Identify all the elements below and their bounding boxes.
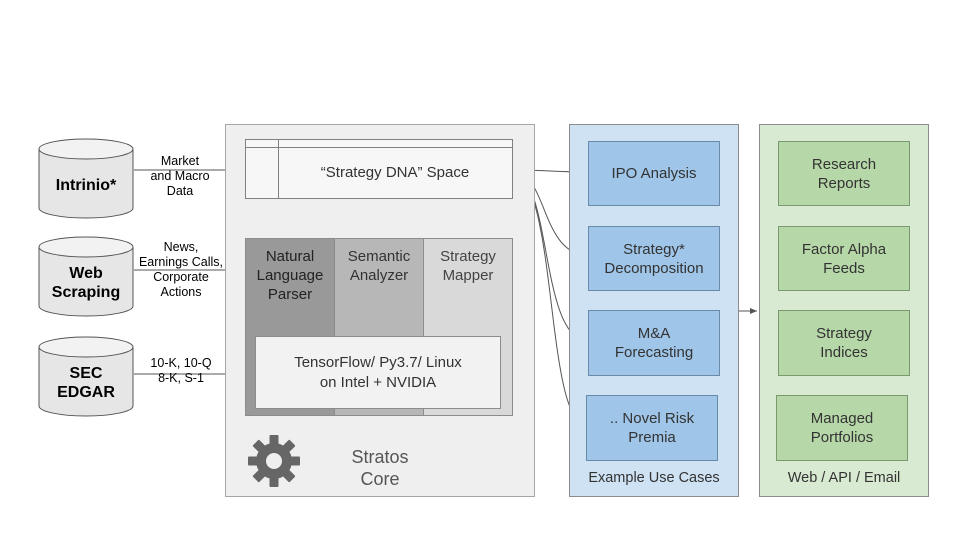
- delivery-managed-portfolios: Managed Portfolios: [776, 395, 908, 461]
- strategy-dna-label: “Strategy DNA” Space: [320, 164, 470, 181]
- source-note: Market and Macro Data: [150, 154, 210, 198]
- source-name: Intrinio*: [55, 176, 117, 194]
- source-name: Web Scraping: [51, 265, 121, 301]
- strategy-dna-space: “Strategy DNA” Space: [245, 139, 513, 199]
- source-intrinio: Intrinio*: [38, 138, 134, 220]
- use-case-novel-risk-premia: .. Novel Risk Premia: [586, 395, 718, 461]
- delivery-factor-alpha-feeds: Factor Alpha Feeds: [778, 226, 910, 291]
- use-case-strategy-decomposition: Strategy* Decomposition: [588, 226, 720, 291]
- source-note: 10-K, 10-Q 8-K, S-1: [150, 356, 212, 385]
- delivery-strategy-indices: Strategy Indices: [778, 310, 910, 376]
- platform-box: TensorFlow/ Py3.7/ Linux on Intel + NVID…: [255, 336, 501, 409]
- use-cases-caption: Example Use Cases: [588, 470, 720, 486]
- source-note: News, Earnings Calls, Corporate Actions: [138, 240, 224, 299]
- use-case-ma-forecasting: M&A Forecasting: [588, 310, 720, 376]
- database-icon: [38, 336, 134, 417]
- source-web-scraping: Web Scraping: [38, 236, 134, 318]
- gear-icon: [248, 435, 300, 487]
- delivery-research-reports: Research Reports: [778, 141, 910, 206]
- delivery-caption: Web / API / Email: [787, 470, 901, 486]
- source-name: SEC EDGAR: [57, 365, 115, 401]
- source-sec-edgar: SEC EDGAR: [38, 336, 134, 418]
- use-case-ipo-analysis: IPO Analysis: [588, 141, 720, 206]
- stratos-core-label: Stratos Core: [351, 447, 409, 489]
- table-divider: [246, 147, 512, 148]
- database-icon: [38, 236, 134, 317]
- database-icon: [38, 138, 134, 219]
- table-divider: [278, 140, 279, 198]
